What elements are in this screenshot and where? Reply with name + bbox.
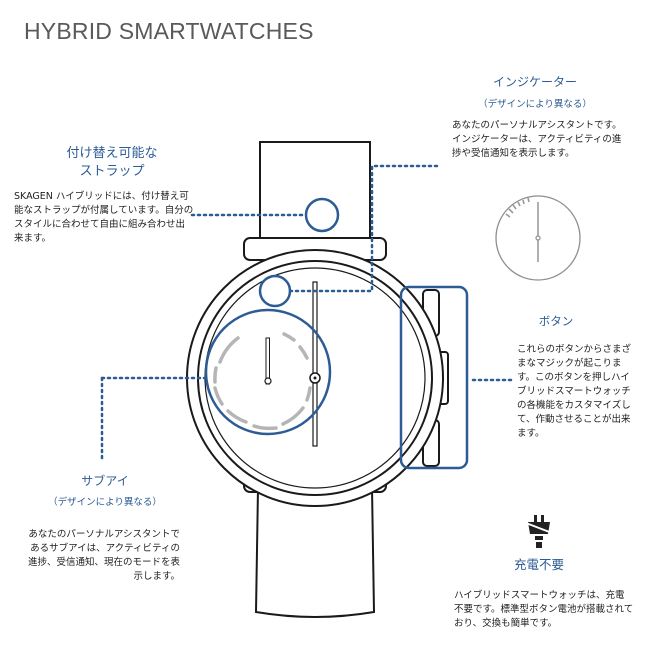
no-charge-heading: 充電不要 [513,557,564,572]
subeye-ring [213,332,312,431]
indicator-subheading: （デザインにより異なる） [478,99,592,110]
subeye-hand [265,337,270,385]
indicator-heading: インジケーター [492,75,577,89]
strap-heading-line1: 付け替え可能な [66,146,158,161]
page-title: HYBRID SMARTWATCHES [24,18,314,44]
buttons-highlight [399,285,469,470]
minute-hand [312,281,318,375]
subeye-subheading: （デザインにより異なる） [48,497,162,508]
strap-heading: 付け替え可能な ストラップ [32,145,192,181]
no-charge-description: ハイブリッドスマートウォッチは、充電不要です。標準型ボタン電池が搭載されており、… [454,590,634,629]
subeye-heading: サブアイ [81,474,129,488]
strap-highlight [304,197,340,233]
subeye-description: あなたのパーソナルアシスタントであるサブアイは、アクティビティの進捗、受信通知、… [27,529,180,582]
indicator-description: あなたのパーソナルアシスタントです。インジケーターは、アクティビティの進捗や受信… [452,120,622,159]
charger-unplugged-icon [525,515,553,548]
buttons-heading: ボタン [538,314,574,328]
leader-lines [100,164,517,460]
upper-strap [259,141,371,243]
indicator-dial-icon [495,195,581,281]
buttons-description: これらのボタンからさまざまなマジックが起こります。このボタンを押しハイブリッドス… [517,344,632,439]
lower-strap [254,487,376,618]
subeye-highlight [204,308,332,436]
strap-description: SKAGEN ハイブリッドには、付け替え可能なストラップが付属しています。自分の… [14,191,194,244]
strap-heading-line2: ストラップ [79,164,145,179]
